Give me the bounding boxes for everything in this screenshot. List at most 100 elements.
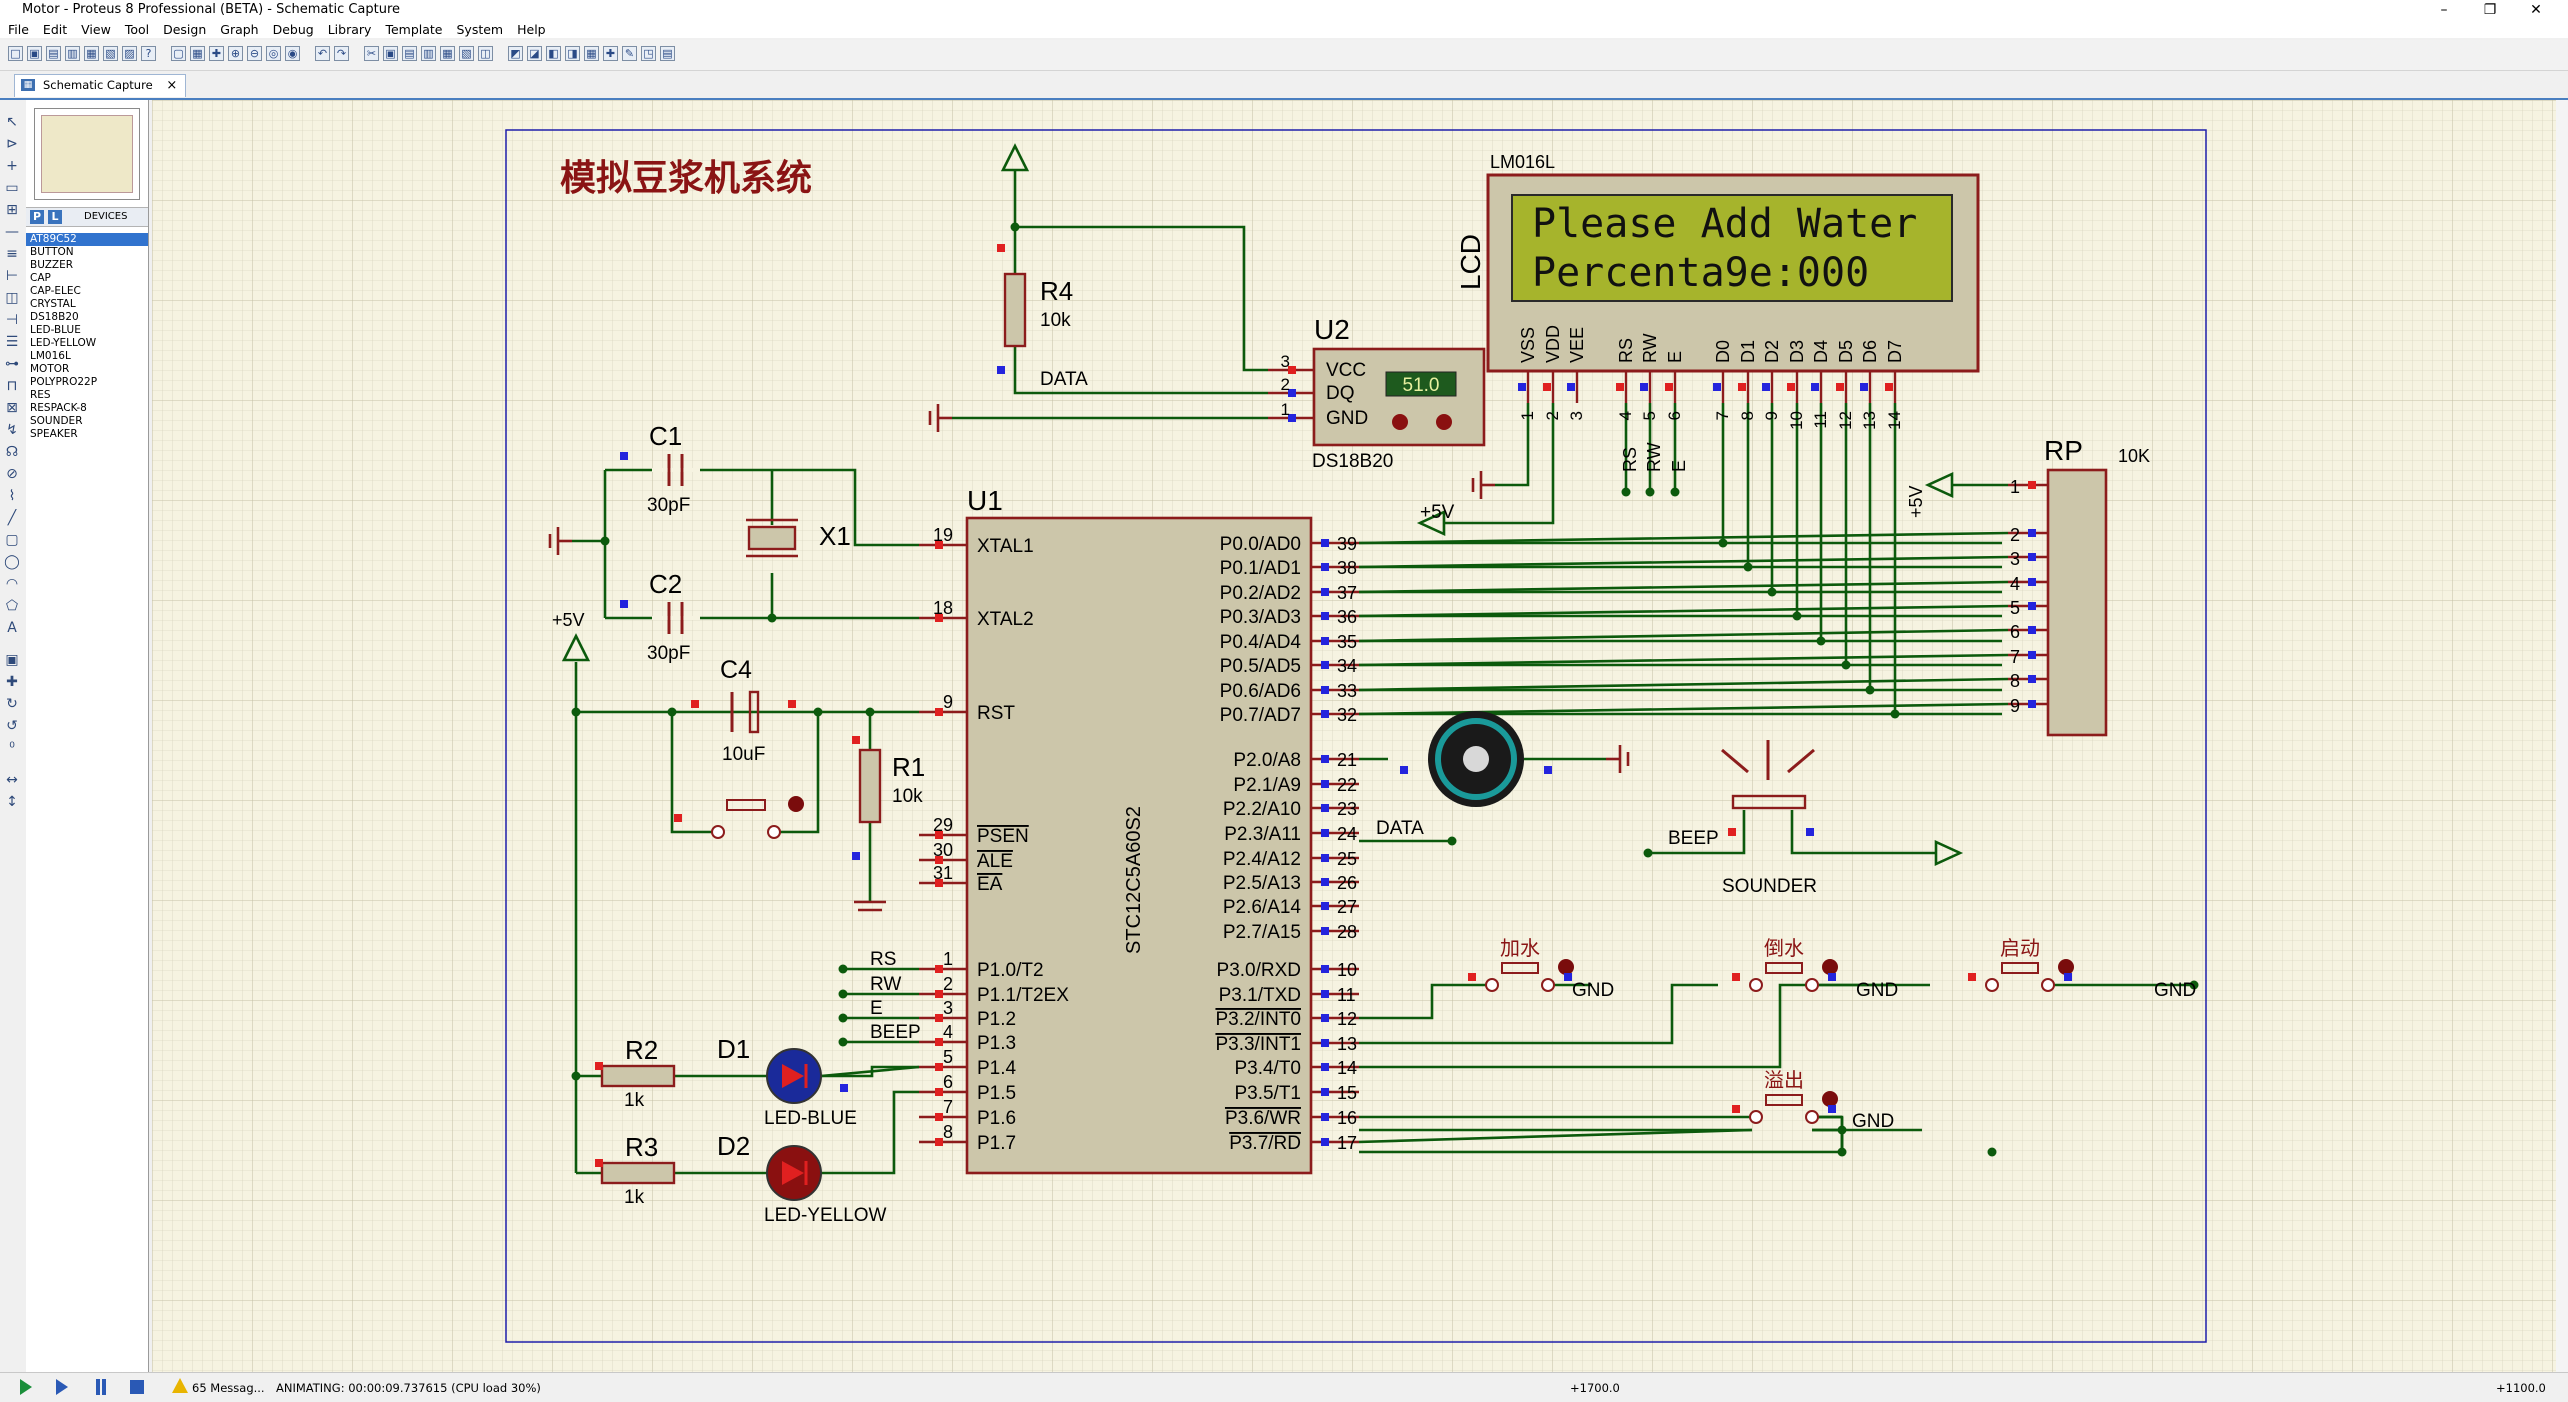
new-icon[interactable]: □ — [8, 46, 23, 61]
decompose-icon[interactable]: ◨ — [565, 46, 580, 61]
zoom-area-icon[interactable]: ◉ — [285, 46, 300, 61]
device-item[interactable]: LED-YELLOW — [30, 337, 97, 349]
import-icon[interactable]: ▥ — [65, 46, 80, 61]
search-icon[interactable]: ✚ — [603, 46, 618, 61]
area-icon[interactable]: ▨ — [122, 46, 137, 61]
2d-box-icon[interactable]: ⊘ — [6, 466, 18, 482]
device-item[interactable]: BUZZER — [30, 259, 74, 271]
open-icon[interactable]: ▣ — [27, 46, 42, 61]
vertical-scrollbar[interactable] — [2556, 100, 2568, 1378]
stop-icon[interactable] — [130, 1380, 144, 1394]
pick-icon[interactable]: ◩ — [508, 46, 523, 61]
menu-edit[interactable]: Edit — [42, 22, 68, 37]
menu-system[interactable]: System — [456, 22, 504, 37]
menu-tool[interactable]: Tool — [124, 22, 150, 37]
property-icon[interactable]: ✎ — [622, 46, 637, 61]
tab-schematic-capture[interactable]: ▦ Schematic Capture × — [14, 74, 187, 97]
device-item[interactable]: CAP — [30, 272, 51, 284]
copy-icon[interactable]: ▣ — [383, 46, 398, 61]
device-item[interactable]: MOTOR — [30, 363, 70, 375]
selection-icon[interactable]: ↖ — [6, 114, 18, 130]
text-script-icon[interactable]: ⊞ — [6, 202, 18, 218]
terminal-icon[interactable]: ⊢ — [5, 268, 19, 284]
angle-icon[interactable]: ↻ — [6, 696, 18, 712]
device-item[interactable]: POLYPRO22P — [30, 376, 98, 388]
device-item[interactable]: BUTTON — [30, 246, 74, 258]
virtual-instrument-icon[interactable]: ↯ — [6, 422, 18, 438]
menu-template[interactable]: Template — [385, 22, 443, 37]
menu-design[interactable]: Design — [163, 22, 207, 37]
make-device-icon[interactable]: ◪ — [527, 46, 542, 61]
device-item[interactable]: RESPACK-8 — [30, 402, 87, 414]
save-icon[interactable]: ▤ — [46, 46, 61, 61]
play-icon[interactable] — [20, 1379, 32, 1395]
device-item[interactable]: LM016L — [30, 350, 71, 362]
2d-text-icon[interactable]: ◠ — [5, 576, 19, 592]
block-rotate-icon[interactable]: ▧ — [459, 46, 474, 61]
2d-marker-icon[interactable]: A — [7, 620, 17, 636]
generator-icon[interactable]: ⊶ — [5, 356, 19, 372]
subcircuit-icon[interactable]: ≡ — [6, 246, 18, 262]
device-item[interactable]: DS18B20 — [30, 311, 79, 323]
extra-a-icon[interactable]: ↔ — [6, 772, 18, 788]
minimize-button[interactable]: – — [2440, 2, 2448, 18]
package-icon[interactable]: ◧ — [546, 46, 561, 61]
print-icon[interactable]: ▧ — [103, 46, 118, 61]
pause-icon[interactable] — [96, 1379, 106, 1395]
device-item[interactable]: CAP-ELEC — [30, 285, 81, 297]
restore-button[interactable]: ❐ — [2483, 2, 2497, 18]
step-icon[interactable] — [56, 1379, 68, 1395]
paste-icon[interactable]: ▤ — [402, 46, 417, 61]
tape-icon[interactable]: ☰ — [5, 334, 19, 350]
voltage-probe-icon[interactable]: ⊓ — [6, 378, 18, 394]
pick-devices-button[interactable]: P — [30, 210, 44, 224]
device-item[interactable]: SPEAKER — [30, 428, 78, 440]
menu-help[interactable]: Help — [517, 22, 546, 37]
2d-path-icon[interactable]: ▢ — [5, 532, 19, 548]
schematic-icon[interactable]: ▢ — [171, 46, 186, 61]
2d-symbol-icon[interactable]: ⬠ — [5, 598, 19, 614]
zoom-all-icon[interactable]: ◎ — [266, 46, 281, 61]
wire-label-icon[interactable]: ▭ — [5, 180, 19, 196]
export-icon[interactable]: ▦ — [84, 46, 99, 61]
device-item[interactable]: SOUNDER — [30, 415, 83, 427]
close-window-button[interactable]: ✕ — [2530, 2, 2542, 18]
device-item[interactable]: RES — [30, 389, 51, 401]
2d-closed-path-icon[interactable]: ◯ — [4, 554, 20, 570]
menu-library[interactable]: Library — [327, 22, 372, 37]
bus-icon[interactable]: — — [5, 224, 19, 240]
netlist-icon[interactable]: ◳ — [641, 46, 656, 61]
2d-circle-icon[interactable]: ⌇ — [8, 488, 16, 504]
device-pin-icon[interactable]: ◫ — [5, 290, 19, 306]
menu-debug[interactable]: Debug — [272, 22, 314, 37]
wire-autorouter-icon[interactable]: ▦ — [584, 46, 599, 61]
junction-icon[interactable]: + — [6, 158, 18, 174]
2d-arc-icon[interactable]: ╱ — [7, 510, 17, 526]
tab-close-button[interactable]: × — [166, 78, 178, 93]
message-count[interactable]: 65 Messag... — [192, 1381, 265, 1395]
menu-view[interactable]: View — [81, 22, 111, 37]
undo-icon[interactable]: ↶ — [315, 46, 330, 61]
rotate-ccw-icon[interactable]: ✚ — [6, 674, 18, 690]
2d-line-icon[interactable]: ☊ — [5, 444, 19, 460]
redo-icon[interactable]: ↷ — [334, 46, 349, 61]
device-item[interactable]: LED-BLUE — [30, 324, 81, 336]
schematic-sheet[interactable]: 模拟豆浆机系统U1STC12C5A60S219XTAL118XTAL29RST2… — [152, 100, 2556, 1378]
menu-graph[interactable]: Graph — [220, 22, 259, 37]
extra-b-icon[interactable]: ↕ — [6, 794, 18, 810]
library-manager-button[interactable]: L — [48, 210, 62, 224]
mirror-y-icon[interactable]: ⁰ — [9, 740, 15, 756]
graph-icon[interactable]: ⊣ — [5, 312, 19, 328]
mirror-x-icon[interactable]: ↺ — [6, 718, 18, 734]
zoom-in-icon[interactable]: ⊕ — [228, 46, 243, 61]
component-icon[interactable]: ⊳ — [6, 136, 18, 152]
overview-window[interactable] — [34, 108, 140, 200]
cut-icon[interactable]: ✂ — [364, 46, 379, 61]
grid-icon[interactable]: ▦ — [190, 46, 205, 61]
origin-icon[interactable]: ✚ — [209, 46, 224, 61]
help-icon[interactable]: ? — [141, 46, 156, 61]
block-move-icon[interactable]: ▦ — [440, 46, 455, 61]
current-probe-icon[interactable]: ⊠ — [6, 400, 18, 416]
menu-file[interactable]: File — [8, 22, 29, 37]
block-copy-icon[interactable]: ▥ — [421, 46, 436, 61]
